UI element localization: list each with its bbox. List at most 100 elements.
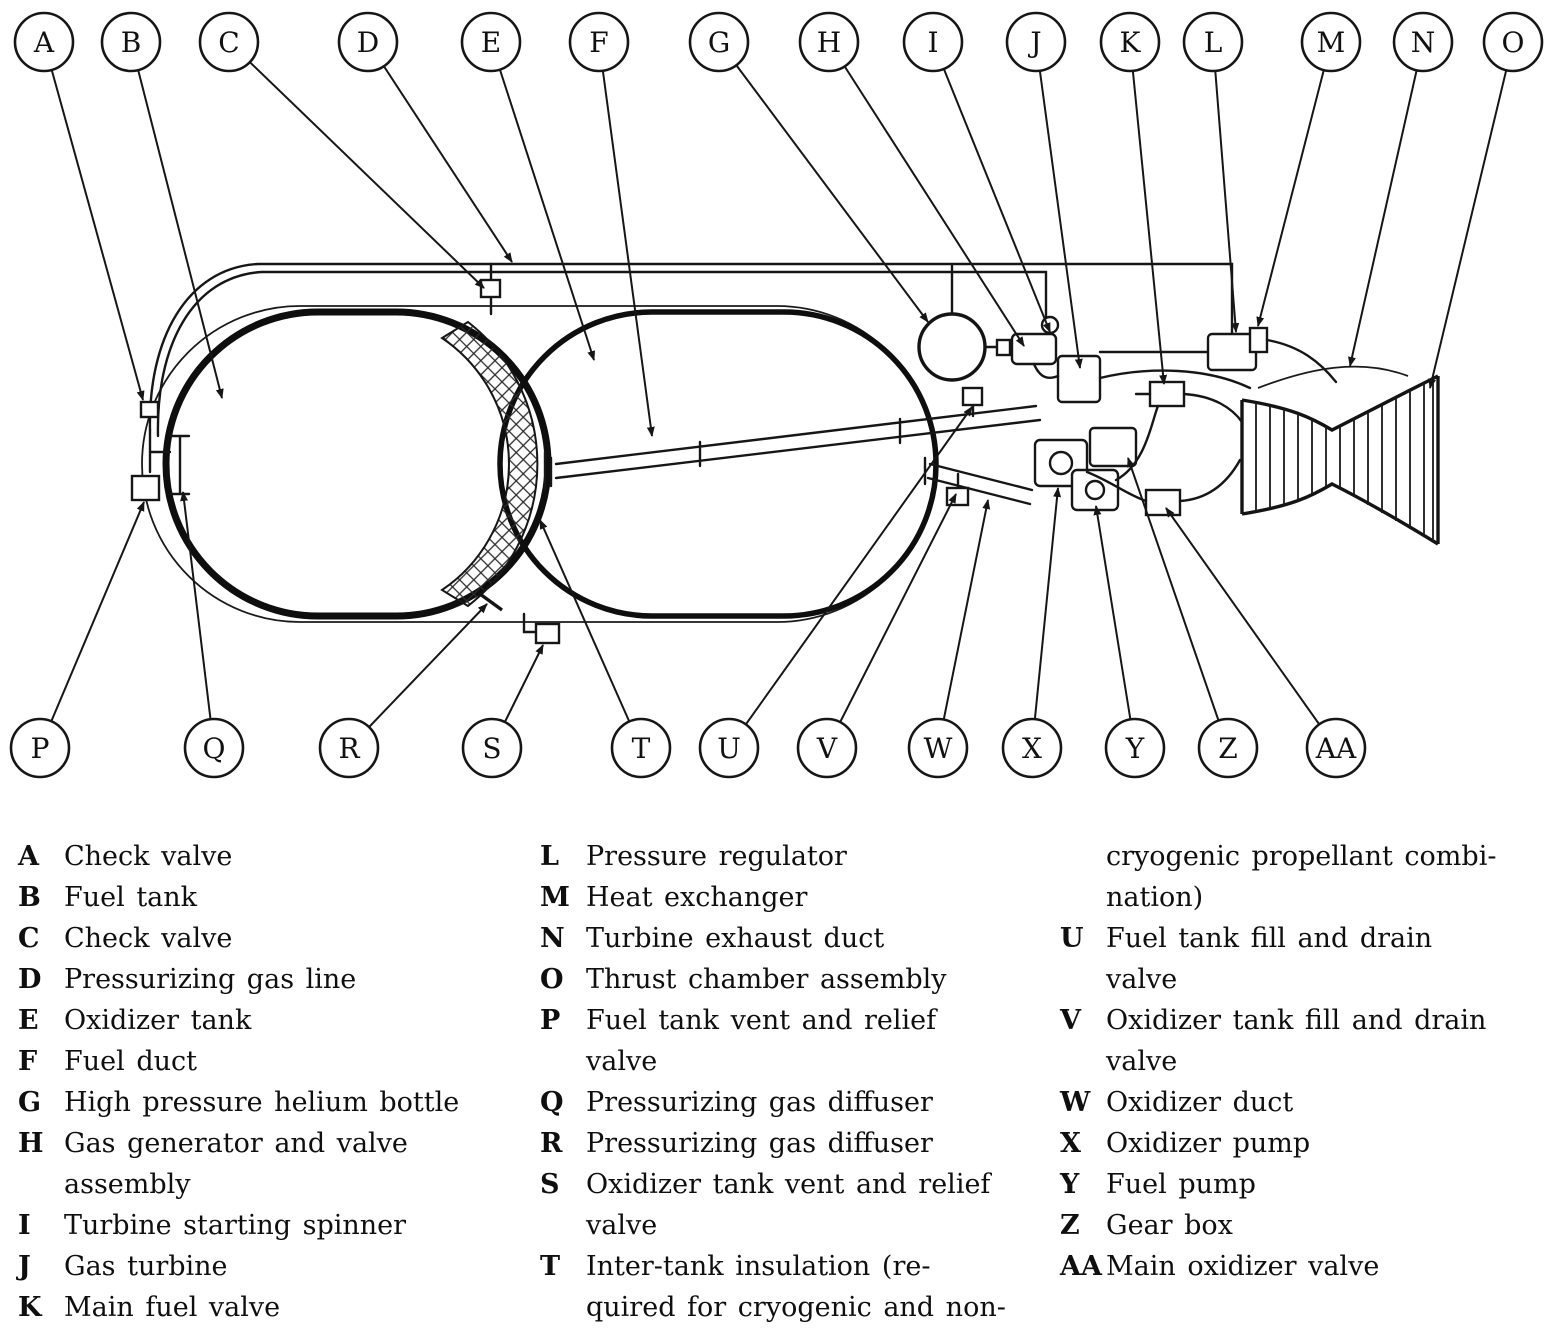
legend-key: W (1060, 1087, 1091, 1118)
leader-line-H (828, 41, 1025, 347)
legend-key: Q (540, 1087, 564, 1118)
legend-label: Fuel duct (64, 1046, 197, 1077)
leader-line-K (1129, 41, 1168, 385)
callout-G: G (688, 11, 929, 323)
callout-letter-N: N (1411, 26, 1436, 59)
callout-letter-D: D (357, 26, 379, 59)
legend-key: X (1060, 1128, 1081, 1159)
callout-letter-Q: Q (203, 732, 226, 765)
rocket-schematic (130, 262, 1440, 645)
helium-bottle (917, 312, 987, 382)
callout-F: F (568, 11, 655, 437)
callout-letter-A: A (33, 26, 55, 59)
callout-L: L (1182, 11, 1244, 333)
legend-key: A (18, 841, 39, 872)
callout-circle-U (698, 717, 760, 779)
legend-key: R (540, 1128, 563, 1159)
leader-line-C (228, 41, 485, 289)
callout-letter-U: U (717, 732, 741, 765)
legend-label: Main fuel valve (64, 1292, 281, 1323)
callout-M: M (1256, 11, 1362, 327)
callout-letter-B: B (121, 26, 142, 59)
legend-label: Oxidizer pump (1106, 1128, 1311, 1159)
callout-D: D (337, 11, 513, 263)
legend-label: Thrust chamber assembly (586, 964, 947, 995)
leader-line-T (539, 519, 642, 749)
check-valve-a (139, 400, 160, 419)
legend-key (1060, 836, 1106, 918)
legend-key: U (1060, 923, 1084, 954)
legend-key: C (18, 923, 40, 954)
callout-letter-F: F (589, 26, 608, 59)
legend-entry-N: N Turbine exhaust duct (540, 918, 1060, 959)
callout-circle-I (902, 11, 964, 73)
callout-Y: Y (1093, 505, 1166, 779)
callout-letter-M: M (1317, 26, 1346, 59)
left-plumbing (148, 428, 172, 474)
callout-circle-Z (1197, 717, 1259, 779)
callout-circle-R (318, 717, 380, 779)
leader-line-J (1035, 41, 1083, 369)
callout-circle-X (1001, 717, 1063, 779)
fuel-line (1114, 392, 1244, 482)
legend-key: AA (1060, 1251, 1102, 1282)
callout-letter-X: X (1022, 732, 1042, 765)
legend-key: Z (1060, 1210, 1080, 1241)
leader-line-W (937, 499, 991, 749)
leader-line-L (1212, 41, 1240, 333)
leader-line-Z (1127, 457, 1229, 749)
callout-letter-J: J (1027, 26, 1041, 59)
callout-B: B (100, 11, 224, 399)
legend-label: Turbine exhaust duct (586, 923, 885, 954)
leader-line-B (130, 41, 224, 399)
leader-line-F (598, 41, 655, 437)
callout-R: R (318, 603, 488, 779)
callout-circle-J (1005, 11, 1067, 73)
leader-line-U (728, 406, 973, 749)
callout-letter-G: G (708, 26, 730, 59)
callout-circle-V (796, 717, 858, 779)
callout-I: I (902, 11, 1051, 333)
legend-label: High pressure helium bottle (64, 1087, 460, 1118)
gear-box (1088, 426, 1138, 468)
legend-label: Pressure regulator (586, 841, 847, 872)
legend-label: cryogenic propellant combi-nation) (1106, 841, 1497, 913)
fuel-pump-inlet (1084, 479, 1106, 501)
legend-key: N (540, 923, 565, 954)
callout-S: S (461, 644, 544, 779)
callout-letter-AA: AA (1315, 732, 1357, 765)
callout-letter-V: V (816, 732, 838, 765)
callout-circle-N (1392, 11, 1454, 73)
turbine-exhaust-duct (1257, 365, 1409, 389)
pressurizing-gas-diffuser-r (479, 592, 503, 612)
callout-X: X (1001, 487, 1063, 779)
callout-U: U (698, 406, 973, 779)
callout-letter-I: I (927, 26, 938, 59)
pressurizing-gas-diffuser-q (169, 434, 191, 496)
fuel-fill-drain-valve (961, 386, 984, 407)
helium-fitting (995, 338, 1012, 357)
heat-exchanger-duct (1265, 338, 1338, 384)
thrust-chamber (1241, 374, 1440, 546)
leader-line-A (43, 41, 145, 401)
oxidizer-tank-vent-valve (534, 622, 561, 645)
callout-AA: AA (1165, 507, 1367, 779)
